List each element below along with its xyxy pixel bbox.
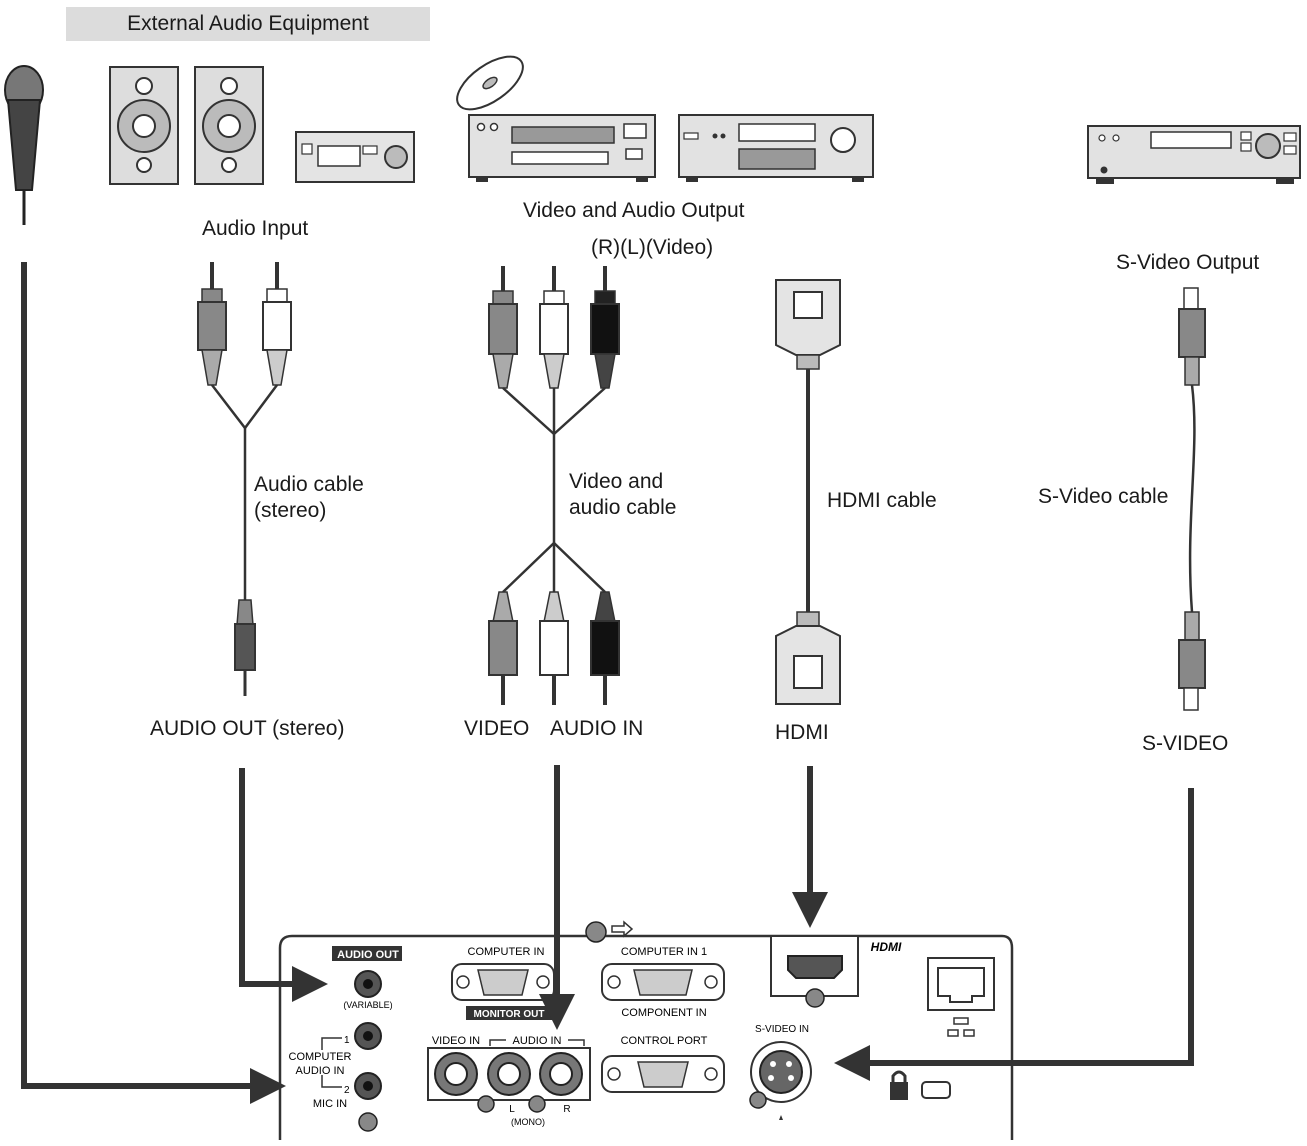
control-port xyxy=(601,1055,725,1093)
svideo-source-device-icon xyxy=(1087,125,1301,184)
s-video-label: S-VIDEO xyxy=(1142,732,1229,755)
audio-cable-label-line2: (stereo) xyxy=(254,499,327,522)
svideo-output-label: S-Video Output xyxy=(1116,251,1260,274)
speaker-left-icon xyxy=(109,66,179,185)
video-audio-output-label: Video and Audio Output xyxy=(523,199,745,222)
audio-cable-label-line1: Audio cable xyxy=(254,473,364,496)
panel-l-label: L xyxy=(509,1104,515,1115)
audio-input-label: Audio Input xyxy=(202,217,309,240)
panel-port-2-label: 2 xyxy=(344,1085,350,1096)
panel-hdmi-logo: HDMI xyxy=(871,940,902,954)
speaker-right-icon xyxy=(194,66,264,185)
hdmi-cable xyxy=(775,279,841,705)
amplifier-icon xyxy=(295,131,415,183)
panel-video-in-label: VIDEO IN xyxy=(432,1035,480,1047)
panel-computer-audio-in-line1: COMPUTER xyxy=(289,1051,352,1063)
computer-audio-in-port xyxy=(321,1022,382,1050)
disc-icon xyxy=(456,55,524,111)
panel-monitor-out-label: MONITOR OUT xyxy=(474,1009,545,1020)
panel-audio-in-label: AUDIO IN xyxy=(513,1035,562,1047)
video-audio-in-ports xyxy=(427,1039,591,1113)
rlvideo-label: (R)(L)(Video) xyxy=(591,236,714,259)
svideo-cable-label: S-Video cable xyxy=(1038,485,1169,508)
panel-s-video-in-label: S-VIDEO IN xyxy=(755,1024,809,1035)
panel-computer-in-1-label: COMPUTER IN 1 xyxy=(621,946,707,958)
va-cable-label-line1: Video and xyxy=(569,470,664,493)
panel-mono-label: (MONO) xyxy=(511,1117,545,1127)
dvd-player-icon xyxy=(468,114,656,182)
panel-port-1-label: 1 xyxy=(344,1035,350,1046)
panel-variable-label: (VARIABLE) xyxy=(343,1000,392,1010)
external-audio-equipment-header: External Audio Equipment xyxy=(66,7,430,41)
audio-cable-stereo xyxy=(197,262,292,696)
panel-r-label: R xyxy=(563,1104,570,1115)
panel-mic-in-label: MIC IN xyxy=(313,1098,347,1110)
audio-out-port xyxy=(332,946,402,998)
panel-component-in-label: COMPONENT IN xyxy=(621,1007,706,1019)
audio-out-stereo-label: AUDIO OUT (stereo) xyxy=(150,717,345,740)
audio-in-label: AUDIO IN xyxy=(550,717,644,740)
vcr-icon xyxy=(678,114,874,182)
video-audio-cable xyxy=(488,266,620,705)
hdmi-label: HDMI xyxy=(775,721,829,744)
va-cable-label-line2: audio cable xyxy=(569,496,677,519)
video-label: VIDEO xyxy=(464,717,530,740)
panel-control-port-label: CONTROL PORT xyxy=(621,1035,708,1047)
hdmi-cable-label: HDMI cable xyxy=(827,489,937,512)
hdmi-port xyxy=(770,935,859,1008)
microphone-icon xyxy=(4,65,44,225)
computer-in-1-vga-port xyxy=(585,920,725,1001)
kensington-lock-icon xyxy=(890,1070,951,1100)
lan-port xyxy=(927,957,995,1037)
panel-computer-audio-in-line2: AUDIO IN xyxy=(296,1065,345,1077)
s-video-in-port xyxy=(749,1041,812,1120)
panel-computer-in-label: COMPUTER IN xyxy=(468,946,545,958)
svideo-cable xyxy=(1178,287,1206,711)
connection-arrows xyxy=(21,262,1194,1104)
mic-in-port xyxy=(321,1072,382,1132)
computer-in-vga-port xyxy=(451,963,555,1020)
panel-audio-out-label: AUDIO OUT xyxy=(337,949,399,961)
